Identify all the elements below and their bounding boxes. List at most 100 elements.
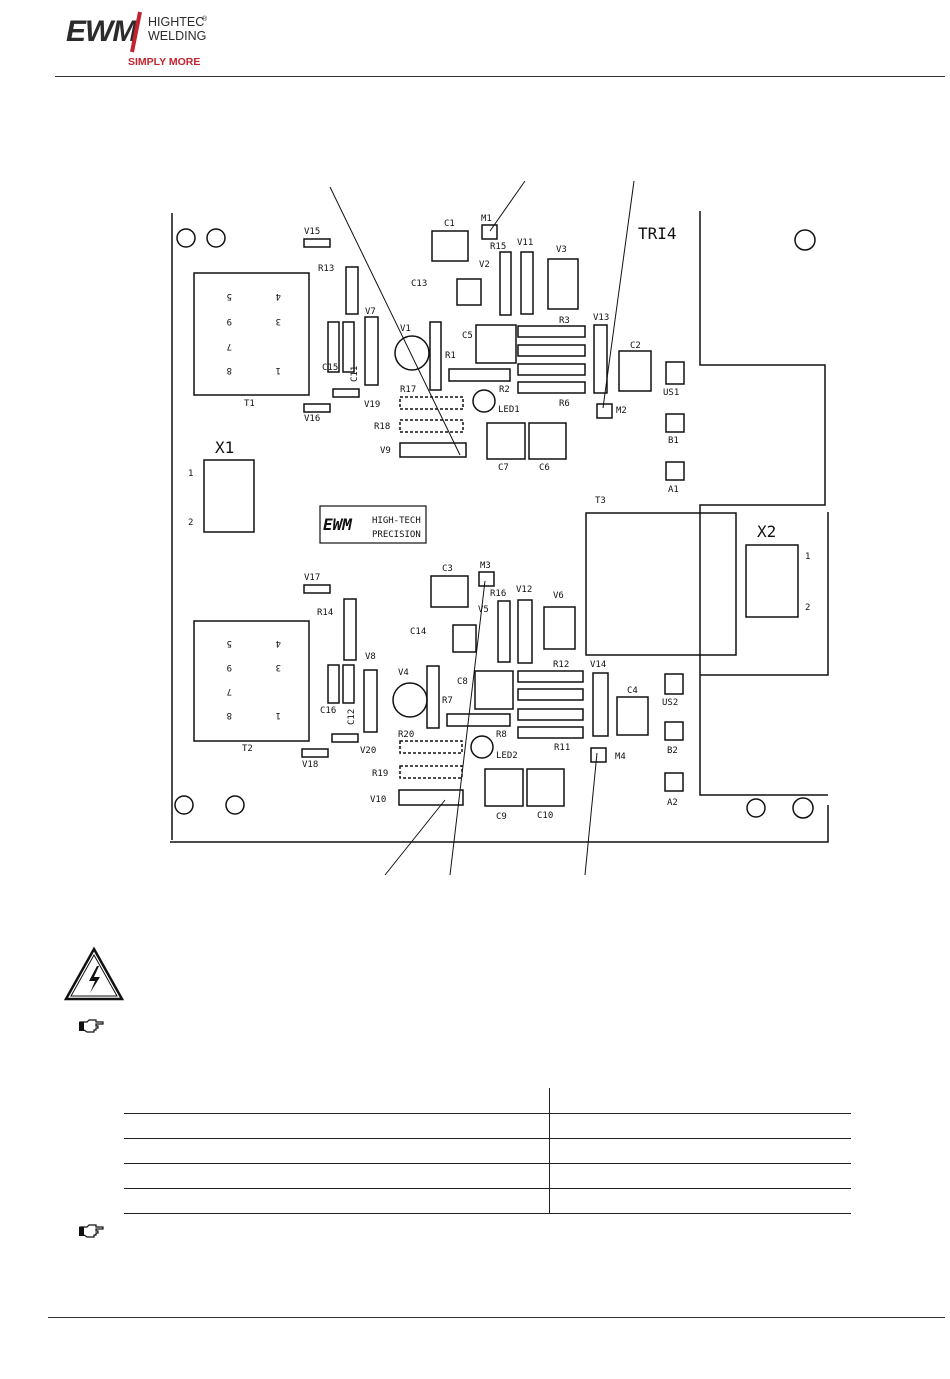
- label-r6: R6: [559, 399, 570, 409]
- t1-digit: 5: [227, 291, 232, 301]
- label-c1: C1: [444, 219, 455, 229]
- connector-x2-pin2: 2: [805, 603, 810, 613]
- logo-registered: ®: [202, 15, 208, 23]
- t1-digit: 9: [227, 316, 232, 326]
- label-c16: C16: [320, 706, 336, 716]
- label-r18: R18: [374, 422, 390, 432]
- pointing-hand-icon: [79, 1224, 104, 1238]
- label-v11: V11: [517, 238, 533, 248]
- t2-digit: 1: [276, 710, 281, 720]
- label-v19: V19: [364, 400, 380, 410]
- table-cell: [124, 1139, 550, 1163]
- label-m1: M1: [481, 214, 492, 224]
- pcb-layout-figure: EWM HIGH-TECH PRECISION TRI4 X1 1 2 X2 1…: [170, 180, 829, 876]
- label-t2: T2: [242, 744, 253, 754]
- label-r14: R14: [317, 608, 333, 618]
- label-led1: LED1: [498, 405, 520, 415]
- label-c11: C11: [350, 366, 360, 382]
- label-r1: R1: [445, 351, 456, 361]
- connector-x2: [745, 544, 799, 618]
- label-r17: R17: [400, 385, 416, 395]
- board-name: TRI4: [638, 224, 677, 243]
- label-v7: V7: [365, 307, 376, 317]
- label-m3: M3: [480, 561, 491, 571]
- label-m4: M4: [615, 752, 626, 762]
- label-v6: V6: [553, 591, 564, 601]
- label-r12: R12: [553, 660, 569, 670]
- label-v3: V3: [556, 245, 567, 255]
- connector-x1: [203, 459, 255, 533]
- mount-hole: [225, 795, 245, 815]
- label-v13: V13: [593, 313, 609, 323]
- label-c14: C14: [410, 627, 426, 637]
- label-r7: R7: [442, 696, 453, 706]
- label-c5: C5: [462, 331, 473, 341]
- label-r2: R2: [499, 385, 510, 395]
- t2-digit: 4: [276, 638, 281, 648]
- label-v8: V8: [365, 652, 376, 662]
- label-c6: C6: [539, 463, 550, 473]
- label-c13: C13: [411, 279, 427, 289]
- connector-x1-pin2: 2: [188, 518, 193, 528]
- label-v2: V2: [479, 260, 490, 270]
- footer-rule: [48, 1317, 945, 1318]
- label-led2: LED2: [496, 751, 518, 761]
- logo-slash: [130, 11, 142, 53]
- label-v4: V4: [398, 668, 409, 678]
- mount-hole: [176, 228, 196, 248]
- t2-digit: 5: [227, 638, 232, 648]
- t2-digit: 8: [227, 710, 232, 720]
- label-t1: T1: [244, 399, 255, 409]
- label-r11: R11: [554, 743, 570, 753]
- table-cell: [550, 1189, 851, 1213]
- transformer-t1: [193, 272, 310, 396]
- connector-x1-pin1: 1: [188, 469, 193, 479]
- table-row: [124, 1139, 851, 1164]
- label-r8: R8: [496, 730, 507, 740]
- label-b1: B1: [668, 436, 679, 446]
- high-voltage-warning-icon: [63, 946, 125, 1001]
- label-c10: C10: [537, 811, 553, 821]
- table-cell: [124, 1189, 550, 1213]
- table-cell: [550, 1114, 851, 1138]
- t1-digit: 1: [276, 365, 281, 375]
- header-rule: [55, 76, 945, 77]
- label-v9: V9: [380, 446, 391, 456]
- mount-hole: [746, 798, 766, 818]
- t1-digit: 7: [227, 341, 232, 351]
- label-v1: V1: [400, 324, 411, 334]
- logo-brand: EWM: [66, 15, 138, 48]
- label-c8: C8: [457, 677, 468, 687]
- label-v12: V12: [516, 585, 532, 595]
- label-v16: V16: [304, 414, 320, 424]
- board-logo-line2: PRECISION: [372, 530, 421, 540]
- label-c7: C7: [498, 463, 509, 473]
- label-c12: C12: [347, 709, 357, 725]
- label-v5: V5: [478, 605, 489, 615]
- label-r16: R16: [490, 589, 506, 599]
- mount-hole: [174, 795, 194, 815]
- label-us1: US1: [663, 388, 679, 398]
- table-cell: [550, 1164, 851, 1188]
- label-v15: V15: [304, 227, 320, 237]
- label-r3: R3: [559, 316, 570, 326]
- label-v18: V18: [302, 760, 318, 770]
- label-m2: M2: [616, 406, 627, 416]
- pointing-hand-icon: [79, 1019, 104, 1033]
- table-cell: [124, 1114, 550, 1138]
- table-cell: [124, 1088, 550, 1113]
- ewm-logo: EWM HIGHTEC ® WELDING SIMPLY MORE: [66, 11, 208, 68]
- connector-x2-label: X2: [757, 522, 776, 541]
- label-c9: C9: [496, 812, 507, 822]
- t1-digit: 8: [227, 365, 232, 375]
- table-cell: [124, 1164, 550, 1188]
- t2-digit: 9: [227, 662, 232, 672]
- t1-digit: 3: [276, 316, 281, 326]
- transformer-t3: [585, 512, 737, 656]
- component-labels: T1 T2 T3 V15 V16 V17 V18 V19 V20 V7 V8 V…: [242, 214, 679, 822]
- label-r19: R19: [372, 769, 388, 779]
- connector-x2-pin1: 1: [805, 552, 810, 562]
- t2-digit: 7: [227, 686, 232, 696]
- label-r20: R20: [398, 730, 414, 740]
- label-c4: C4: [627, 686, 638, 696]
